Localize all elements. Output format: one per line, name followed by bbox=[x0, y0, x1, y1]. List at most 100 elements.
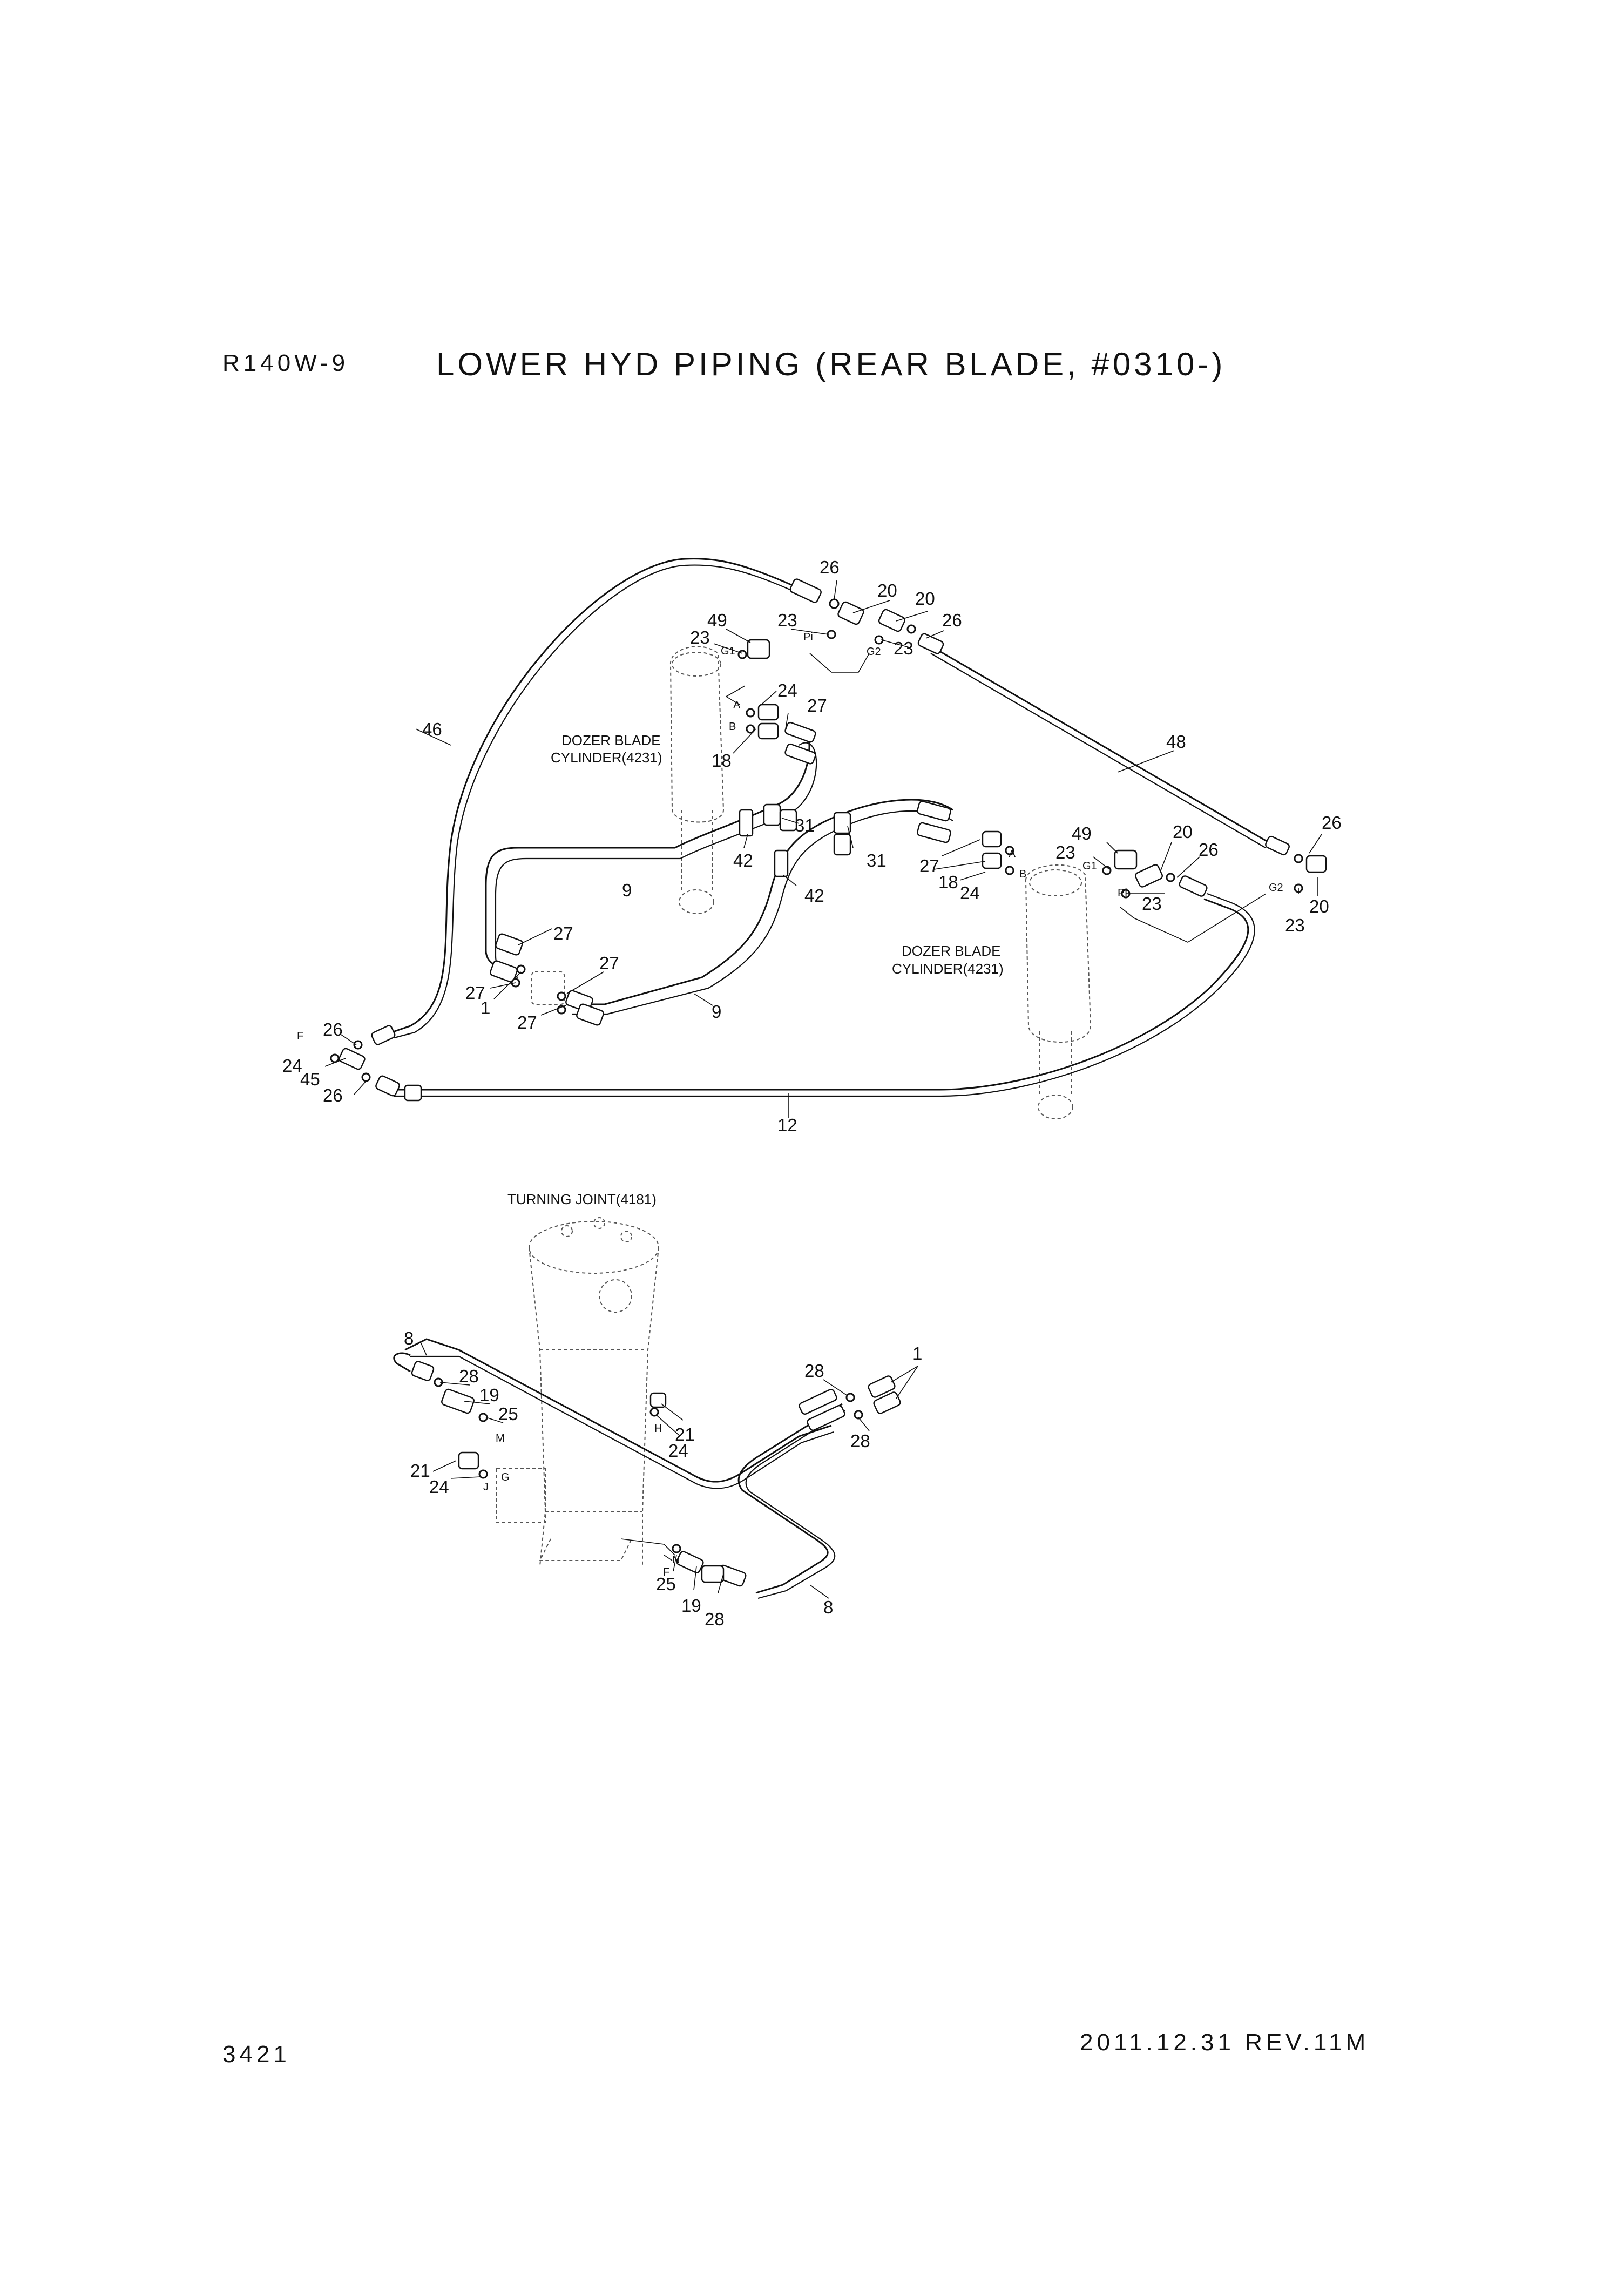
port-label: G1 bbox=[721, 645, 735, 657]
callout-label: 28 bbox=[705, 1609, 725, 1629]
revision-stamp: 2011.12.31 REV.11M bbox=[1080, 2029, 1370, 2056]
callout-label: 28 bbox=[804, 1361, 824, 1381]
hose-46 bbox=[391, 558, 794, 1033]
callout-label: 26 bbox=[1322, 813, 1342, 833]
port-label: J bbox=[483, 1481, 489, 1493]
callout-label: 21 bbox=[675, 1424, 695, 1444]
callout-label: 1 bbox=[481, 998, 490, 1018]
fittings-top-left-cylinder bbox=[726, 578, 944, 705]
callout-label: 48 bbox=[1166, 732, 1186, 752]
callout-label: 20 bbox=[877, 580, 897, 600]
page-title: LOWER HYD PIPING (REAR BLADE, #0310-) bbox=[436, 346, 1226, 382]
dozer-cylinder-right-outline bbox=[1025, 864, 1092, 1119]
callout-label: 20 bbox=[1309, 896, 1329, 916]
hose-8-lower bbox=[737, 1403, 843, 1594]
callout-label: 42 bbox=[804, 886, 824, 906]
pipe-9-lower-inner bbox=[572, 810, 953, 1015]
callout-label: 27 bbox=[919, 856, 939, 876]
callout-label: 49 bbox=[707, 610, 727, 630]
callout-label: 23 bbox=[1055, 842, 1075, 862]
port-label: G1 bbox=[1082, 860, 1097, 872]
port-label: Pi bbox=[1118, 887, 1127, 899]
pipe-9-lower bbox=[572, 799, 953, 1005]
clamp-31-lower bbox=[833, 812, 851, 856]
callout-label: 45 bbox=[300, 1069, 320, 1089]
callout-label: 26 bbox=[323, 1019, 343, 1039]
callout-labels: 26 20 20 26 49 23 23 23 24 27 18 46 31 4… bbox=[282, 557, 1342, 1629]
fittings-cylinder-right-ports bbox=[917, 800, 1327, 943]
port-label: B bbox=[1019, 868, 1026, 880]
callout-label: 24 bbox=[429, 1477, 449, 1497]
callout-label: 23 bbox=[777, 610, 797, 630]
port-label: G2 bbox=[1269, 882, 1283, 894]
pipe-12 bbox=[394, 898, 1249, 1091]
port-labels: G1 Pi G2 A B G1 Pi G2 A B F H M J G N F bbox=[297, 631, 1283, 1578]
callout-label: 42 bbox=[733, 850, 753, 870]
callout-label: 8 bbox=[404, 1328, 414, 1348]
turning-joint-outline bbox=[529, 1217, 659, 1566]
callout-label: 31 bbox=[795, 815, 815, 835]
port-label: G bbox=[501, 1471, 510, 1483]
callout-label: 25 bbox=[498, 1404, 518, 1424]
port-label: Pi bbox=[803, 631, 813, 643]
hose-8-upper-inner bbox=[410, 1355, 834, 1489]
callout-label: 26 bbox=[820, 557, 840, 577]
callout-label: 19 bbox=[681, 1596, 701, 1616]
label-turning-joint: TURNING JOINT(4181) bbox=[508, 1191, 657, 1207]
pipe-12-inner bbox=[394, 893, 1255, 1097]
pipe-9-upper bbox=[485, 731, 810, 970]
callout-label: 8 bbox=[823, 1597, 833, 1617]
callout-label: 46 bbox=[422, 719, 442, 739]
label-dozer-cylinder-right-line1: DOZER BLADE bbox=[902, 943, 1001, 959]
hose-48-inner bbox=[930, 653, 1266, 848]
port-label: N bbox=[672, 1554, 680, 1566]
callout-label: 27 bbox=[517, 1012, 537, 1032]
hose-46-inner bbox=[394, 564, 794, 1039]
callout-label: 12 bbox=[777, 1115, 797, 1135]
port-label: G2 bbox=[867, 646, 881, 658]
callout-label: 27 bbox=[807, 695, 827, 715]
callout-label: 26 bbox=[942, 610, 962, 630]
pipe-9-upper-inner bbox=[495, 742, 817, 978]
callout-label: 23 bbox=[894, 638, 914, 658]
callout-label: 27 bbox=[599, 953, 619, 973]
clamp-31-upper bbox=[763, 803, 797, 832]
callout-label: 19 bbox=[479, 1385, 499, 1405]
callout-label: 24 bbox=[777, 680, 797, 700]
dozer-cylinder-left-outline bbox=[669, 646, 725, 914]
callout-label: 31 bbox=[867, 850, 887, 870]
hose-48 bbox=[933, 647, 1269, 843]
fittings-turning-joint bbox=[411, 1361, 901, 1587]
callout-label: 24 bbox=[960, 883, 980, 903]
component-labels: DOZER BLADE CYLINDER(4231) DOZER BLADE C… bbox=[508, 732, 1004, 1207]
clamp-42-right bbox=[774, 849, 789, 877]
fittings-center-block bbox=[490, 933, 604, 1026]
callout-label: 28 bbox=[850, 1431, 870, 1451]
port-label: A bbox=[733, 699, 741, 711]
callout-label: 24 bbox=[282, 1056, 302, 1076]
callout-label: 23 bbox=[1285, 915, 1305, 935]
fittings-cylinder-left-ports bbox=[746, 704, 816, 765]
label-dozer-cylinder-right-line2: CYLINDER(4231) bbox=[892, 961, 1004, 977]
callout-label: 49 bbox=[1072, 823, 1092, 843]
callout-label: 20 bbox=[1173, 822, 1193, 842]
port-label: A bbox=[1009, 848, 1016, 860]
port-label: F bbox=[297, 1030, 303, 1042]
label-dozer-cylinder-left-line2: CYLINDER(4231) bbox=[551, 749, 662, 766]
callout-label: 9 bbox=[712, 1002, 721, 1022]
model-code: R140W-9 bbox=[222, 350, 349, 376]
callout-label: 18 bbox=[938, 872, 958, 892]
callout-label: 23 bbox=[690, 627, 710, 647]
port-label: B bbox=[729, 721, 736, 733]
callout-label: 21 bbox=[410, 1461, 430, 1481]
clamp-42-left bbox=[739, 809, 754, 837]
callout-label: 27 bbox=[465, 983, 485, 1003]
callout-label: 28 bbox=[459, 1366, 479, 1386]
callout-leaders bbox=[324, 580, 1322, 1599]
callout-label: 25 bbox=[656, 1574, 676, 1594]
fittings-left-manifold bbox=[330, 1025, 422, 1102]
label-dozer-cylinder-left-line1: DOZER BLADE bbox=[561, 732, 661, 748]
port-label: M bbox=[496, 1433, 505, 1444]
callout-label: 27 bbox=[553, 923, 573, 943]
callout-label: 26 bbox=[1199, 840, 1219, 860]
